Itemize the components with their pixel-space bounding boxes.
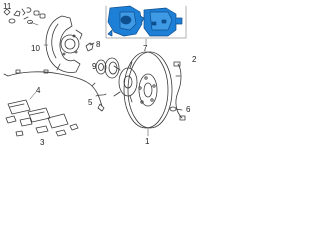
callout-6: 6 — [186, 105, 191, 114]
callout-3: 3 — [40, 138, 45, 147]
brake-pad-kit[interactable] — [5, 99, 79, 137]
callout-11: 11 — [3, 2, 12, 11]
caliper-bracket-outline — [105, 5, 187, 39]
parts-diagram: 11 10 8 7 9 5 4 3 2 6 1 — [0, 0, 200, 147]
hub-bearing[interactable] — [95, 57, 120, 79]
callout-7: 7 — [143, 44, 148, 53]
callout-2: 2 — [192, 55, 197, 64]
abs-sensor-wire[interactable] — [3, 69, 107, 112]
callout-8: 8 — [96, 40, 101, 49]
hub-flange[interactable] — [113, 61, 138, 103]
callout-9: 9 — [92, 62, 97, 71]
small-parts-group[interactable] — [3, 7, 46, 24]
brake-disc[interactable] — [123, 51, 173, 129]
dust-shield[interactable] — [45, 15, 83, 73]
callout-10: 10 — [31, 44, 40, 53]
disc-screw[interactable] — [169, 106, 183, 112]
brake-hose[interactable] — [173, 61, 186, 121]
callout-5: 5 — [88, 98, 93, 107]
caliper-assembly[interactable] — [107, 5, 183, 37]
callout-1: 1 — [145, 137, 150, 146]
bolt-part[interactable] — [85, 42, 95, 52]
callout-4: 4 — [36, 86, 41, 95]
